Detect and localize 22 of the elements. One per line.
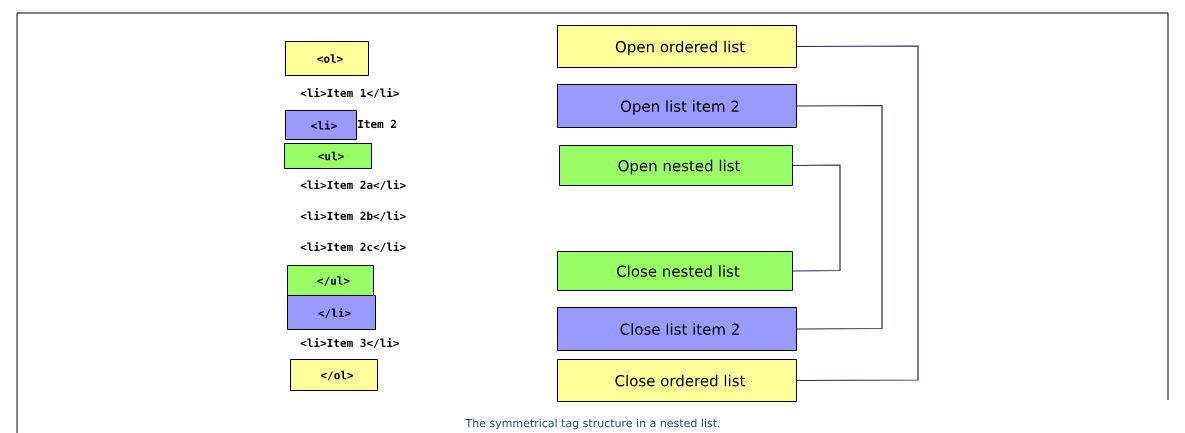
description-box: Open ordered list	[557, 25, 797, 68]
tag-box: </li>	[287, 295, 376, 330]
tag-box: </ul>	[287, 265, 374, 296]
description-box: Close nested list	[557, 251, 793, 291]
bracket-line	[792, 164, 841, 272]
bracket-line	[796, 45, 919, 382]
caption: The symmetrical tag structure in a nested list.	[465, 418, 720, 430]
tag-box: <ul>	[284, 143, 372, 169]
tag-box: <li>	[285, 110, 357, 140]
description-box: Open list item 2	[557, 84, 797, 128]
code-line: <li>Item 2c</li>	[300, 242, 406, 252]
code-line: Item 2	[358, 119, 397, 129]
description-box: Close list item 2	[557, 307, 797, 351]
code-line: <li>Item 2b</li>	[300, 211, 406, 221]
tag-box: </ol>	[290, 359, 378, 391]
code-line: <li>Item 3</li>	[300, 338, 400, 348]
bracket-line	[796, 104, 883, 330]
code-line: <li>Item 1</li>	[300, 88, 400, 98]
code-line: <li>Item 2a</li>	[300, 180, 406, 190]
description-box: Open nested list	[559, 145, 793, 186]
tag-box: <ol>	[285, 41, 369, 76]
description-box: Close ordered list	[557, 359, 797, 402]
